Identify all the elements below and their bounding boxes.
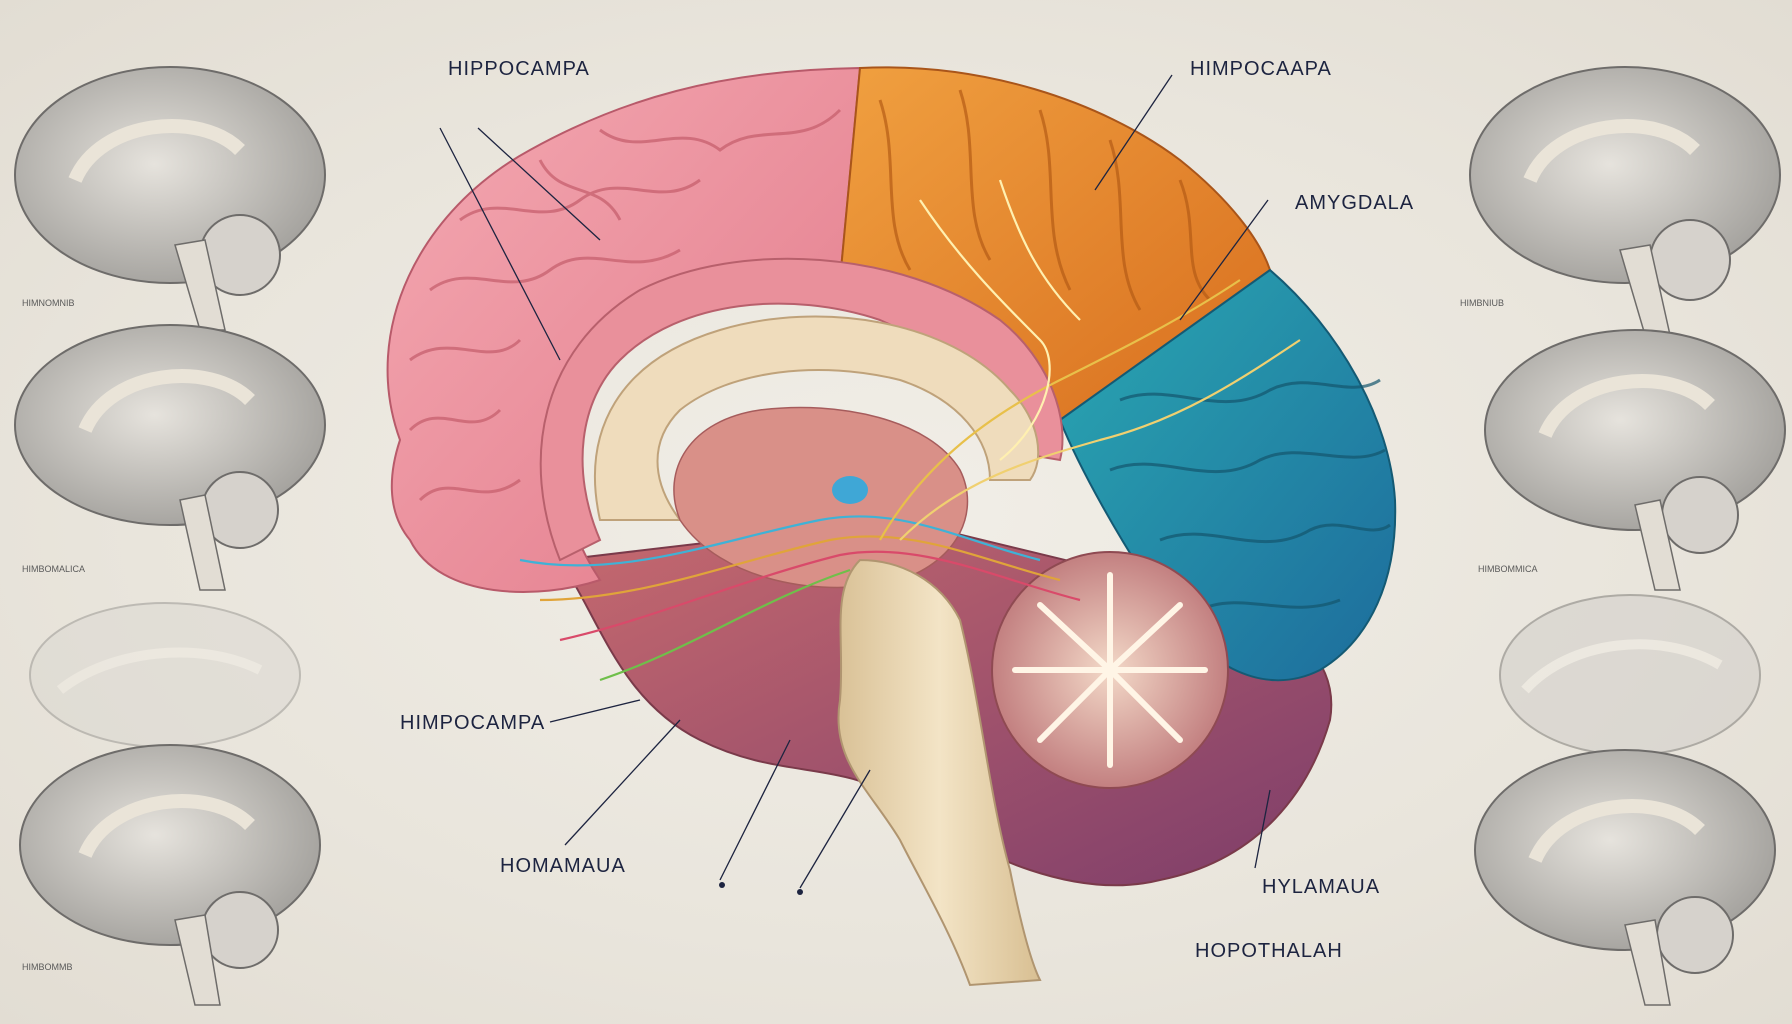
thumbnail-right-3: [1499, 594, 1761, 756]
thumbnail-left-3: [29, 602, 301, 748]
occipital-lobe: [1058, 268, 1397, 682]
thumbnail-left-1: [14, 66, 326, 331]
label-amygdala: AMYGDALA: [1295, 192, 1415, 214]
thalamus-region: [673, 406, 969, 589]
thumb-caption-right-1: HIMBNIUB: [1460, 298, 1505, 308]
thumbnail-right-4: [1474, 749, 1776, 1006]
thumb-caption-left-4: HIMBOMMB: [22, 962, 73, 972]
leader-lines: [439, 74, 1271, 889]
thumbnail-left-4: [19, 744, 321, 1006]
label-top-left: HIPPOCAMPA: [448, 58, 590, 80]
occipital-gyri: [1109, 378, 1391, 612]
thumbnail-left-2: [14, 324, 326, 591]
thumb-caption-right-3: HIMBOMMICA: [1478, 564, 1538, 574]
thumb-caption-left-2: HIMBOMALICA: [22, 564, 86, 574]
brainstem: [837, 558, 1042, 987]
thumbnail-right-2: [1484, 329, 1786, 591]
label-bottom-center: HOPOTHALAH: [1195, 940, 1343, 962]
label-left-mid: HIMPOCAMPA: [400, 712, 546, 734]
corpus-callosum: [594, 315, 1040, 521]
cingulate-gyrus: [539, 257, 1064, 562]
arbor-vitae: [1012, 572, 1208, 768]
nerve-fibers: [519, 179, 1301, 682]
thumb-caption-left-1: HIMNOMNIB: [22, 298, 75, 308]
frontal-gyri: [408, 108, 842, 502]
amygdala-spot: [832, 476, 868, 504]
thumbnail-right-1: [1469, 66, 1781, 336]
label-top-right: HIMPOCAAPA: [1190, 58, 1332, 80]
label-bottom-right: HYLAMAUA: [1262, 876, 1381, 898]
label-bottom-left: HOMAMAUA: [500, 855, 626, 877]
